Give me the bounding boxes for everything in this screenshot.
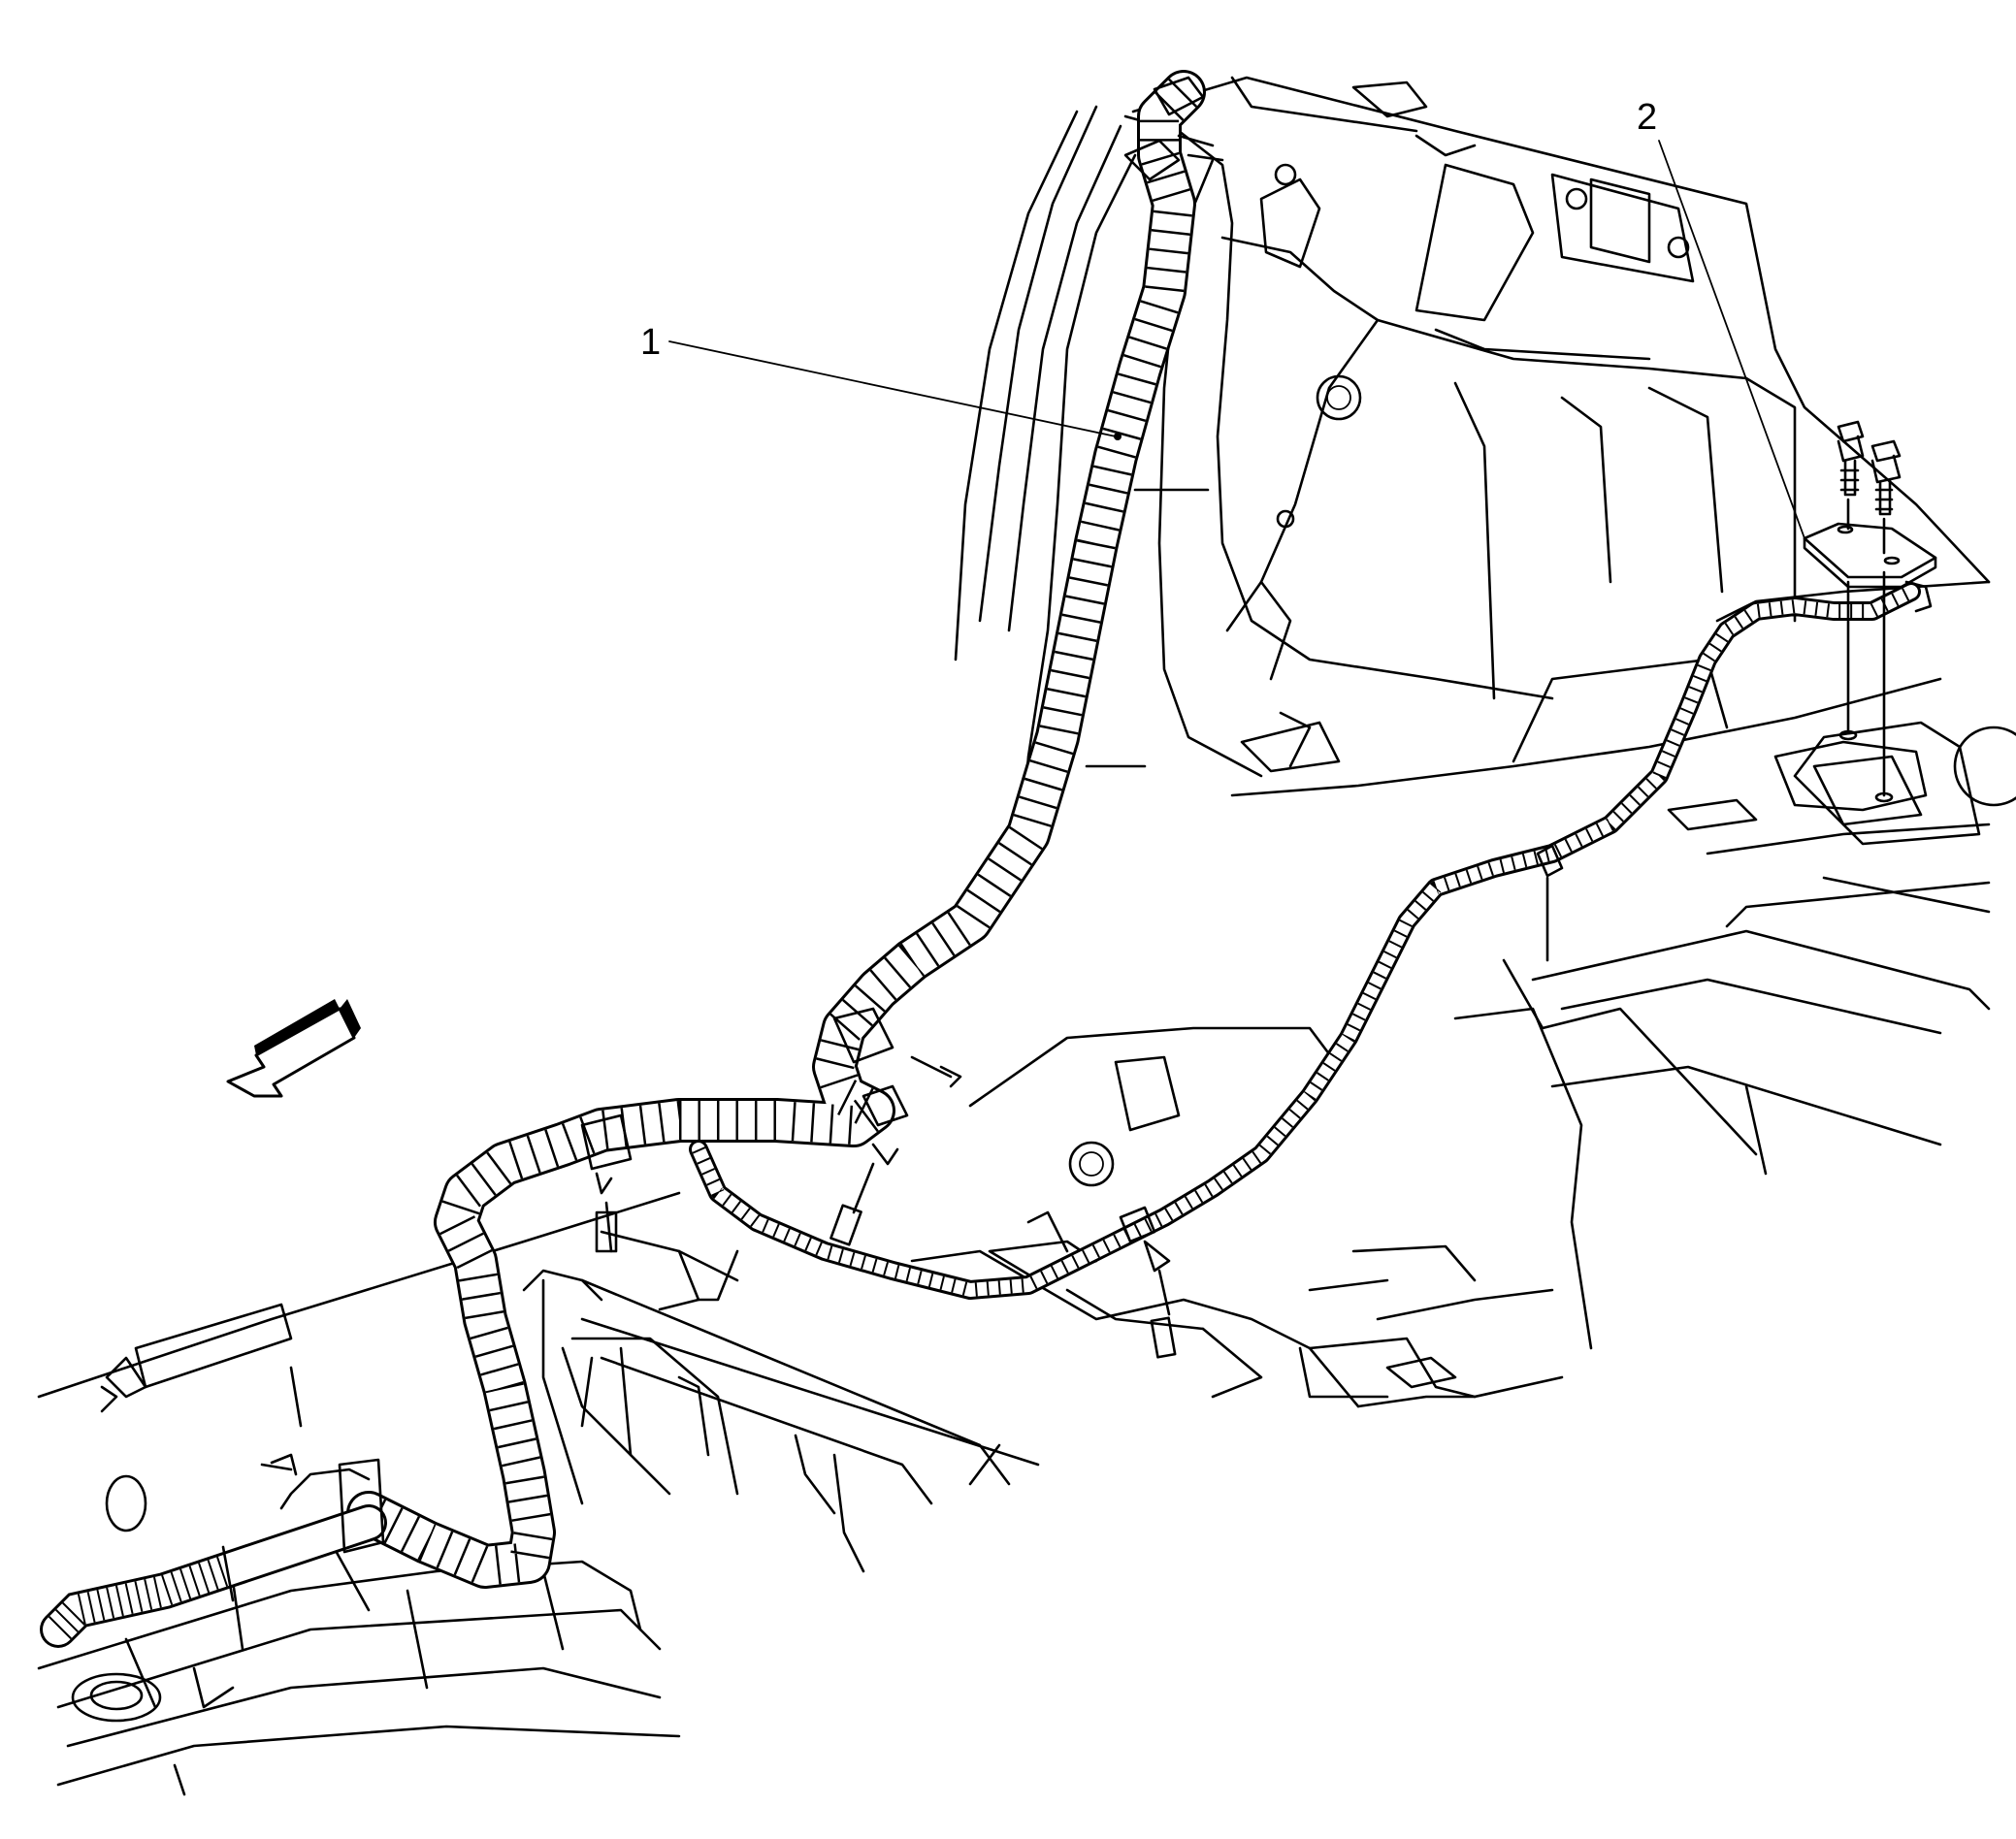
wiring-harness-branch bbox=[689, 580, 1933, 1359]
callout-1: 1 bbox=[640, 322, 1122, 440]
callout-label-1: 1 bbox=[640, 322, 661, 363]
callout-2: 2 bbox=[1637, 97, 1805, 539]
arrow-icon bbox=[226, 999, 361, 1098]
callout-label-2: 2 bbox=[1637, 97, 1657, 138]
vehicle-body-structure bbox=[37, 76, 2016, 1796]
ground-bolt-left bbox=[1837, 420, 1865, 741]
ground-bracket bbox=[1773, 420, 1937, 812]
wiring-harness-main bbox=[40, 70, 1224, 1648]
ground-bolt-right bbox=[1870, 439, 1902, 803]
